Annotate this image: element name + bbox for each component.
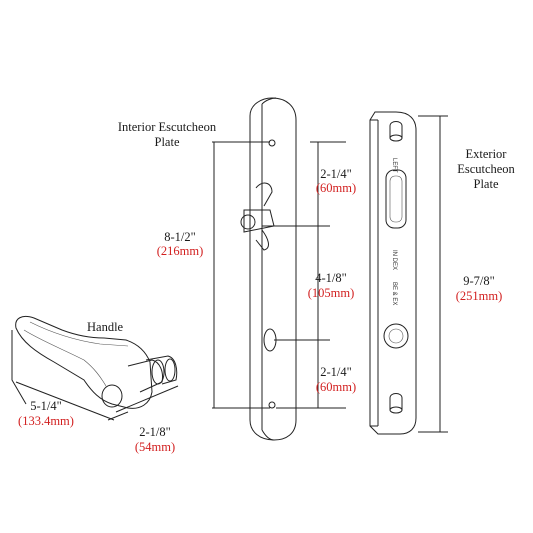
dim-handle-length-metric: (133.4mm)	[18, 414, 74, 428]
dim-interior-height-metric: (216mm)	[157, 244, 204, 258]
interior-escutcheon-plate	[240, 97, 297, 441]
exterior-title-line3: Plate	[474, 177, 499, 191]
dim-exterior-height-imperial: 9-7/8"	[463, 274, 495, 288]
dim-handle-depth-imperial: 2-1/8"	[139, 425, 171, 439]
dim-interior-height-imperial: 8-1/2"	[164, 230, 196, 244]
exterior-title-line2: Escutcheon	[457, 162, 515, 176]
handle-drawing	[11, 315, 179, 421]
labels: Interior Escutcheon Plate Exterior Escut…	[18, 120, 516, 454]
dim-exterior-height-metric: (251mm)	[456, 289, 503, 303]
plate-marking-upper: LEFT	[391, 158, 397, 173]
dim-middle-metric: (105mm)	[308, 286, 355, 300]
plate-marking-middle: IN DEX	[391, 250, 397, 270]
dim-top-metric: (60mm)	[316, 181, 356, 195]
dimension-lines	[212, 115, 448, 433]
dim-bottom-metric: (60mm)	[316, 380, 356, 394]
dim-bottom-imperial: 2-1/4"	[320, 365, 352, 379]
interior-title-line1: Interior Escutcheon	[118, 120, 217, 134]
interior-title-line2: Plate	[155, 135, 180, 149]
dim-middle-imperial: 4-1/8"	[315, 271, 347, 285]
dim-handle-depth-metric: (54mm)	[135, 440, 175, 454]
thumb-turn-icon	[240, 182, 275, 251]
exterior-escutcheon-plate: LEFT IN DEX BE & EX	[369, 111, 417, 435]
plate-marking-lower: BE & EX	[391, 282, 397, 305]
dim-top-imperial: 2-1/4"	[320, 167, 352, 181]
dim-handle-length-imperial: 5-1/4"	[30, 399, 62, 413]
exterior-title-line1: Exterior	[466, 147, 508, 161]
handle-title: Handle	[87, 320, 124, 334]
